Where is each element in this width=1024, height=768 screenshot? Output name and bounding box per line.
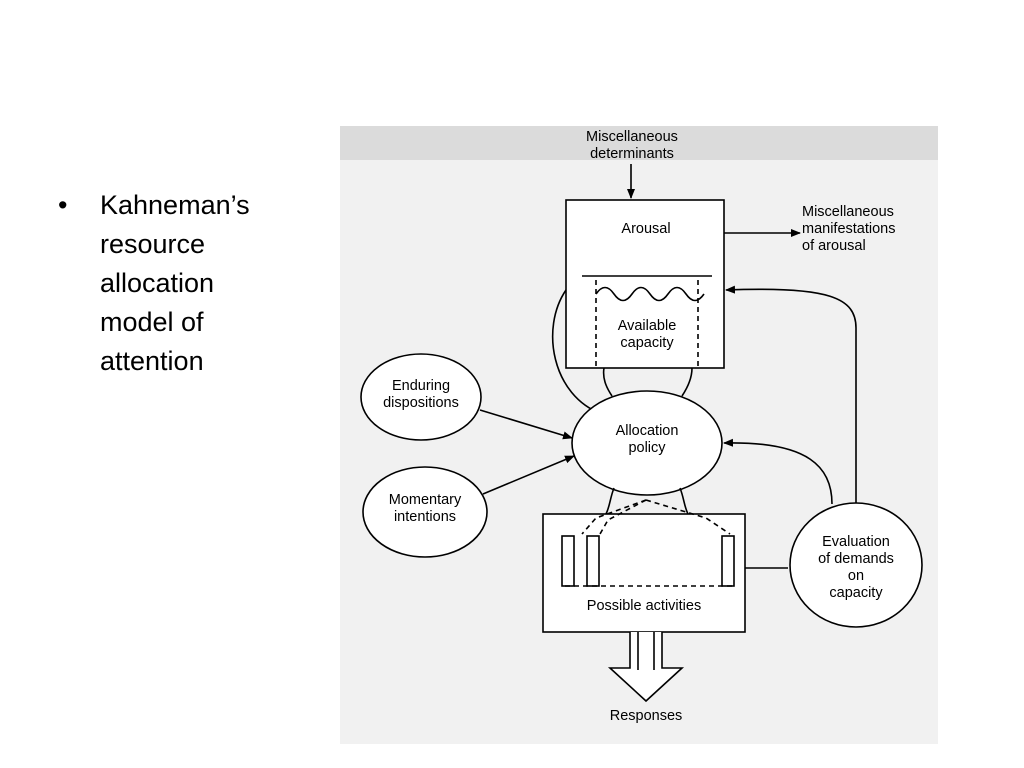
label-line: manifestations (802, 221, 896, 237)
label-line: capacity (620, 335, 674, 351)
activity-bar-2 (586, 535, 600, 587)
label-line: Miscellaneous (586, 129, 678, 145)
enduring-dispositions-label: Enduring dispositions (371, 378, 471, 412)
activity-bar-1 (561, 535, 575, 587)
label-line: Available (617, 318, 677, 334)
label-line: Allocation (615, 423, 679, 439)
label-line: determinants (590, 146, 674, 162)
funnel-left-bottom (605, 487, 615, 515)
label-line: dispositions (383, 395, 459, 411)
bullet-line: Kahneman’s (100, 190, 250, 220)
label-line: of demands (818, 551, 894, 567)
enduring-dispositions-ellipse (360, 353, 482, 441)
label-line: Miscellaneous (802, 204, 894, 220)
funnel-right-top (681, 367, 693, 397)
label-line: Evaluation (822, 534, 890, 550)
diagram-shapes (360, 164, 923, 703)
arrow-intentions-to-allocation (482, 455, 575, 495)
bullet-line: resource (100, 229, 206, 259)
bullet-line: model of (100, 307, 204, 337)
label-line: Momentary (388, 492, 462, 508)
label-line: of arousal (802, 238, 866, 254)
funnel-right-bottom (679, 487, 689, 515)
arrow-dispositions-to-allocation (479, 409, 573, 440)
allocation-policy-label: Allocation policy (597, 423, 697, 457)
momentary-intentions-label: Momentary intentions (375, 492, 475, 526)
responses-label: Responses (609, 708, 683, 724)
funnel-left-top (602, 367, 613, 397)
bullet-item: • Kahneman’s resource allocation model o… (58, 186, 288, 381)
bullet-dot: • (58, 190, 68, 220)
evaluation-label: Evaluation of demands on capacity (806, 534, 906, 602)
capacity-wave (595, 286, 705, 302)
kahneman-model-diagram: Miscellaneous determinants Arousal Misce… (340, 118, 940, 748)
arrow-arousal-to-allocation (551, 289, 603, 415)
bullet-list: • Kahneman’s resource allocation model o… (58, 186, 288, 381)
label-line: capacity (829, 585, 883, 601)
label-line: intentions (393, 509, 457, 525)
bullet-line: attention (100, 346, 204, 376)
arrow-evaluation-to-allocation (723, 438, 833, 505)
available-capacity-label: Available capacity (602, 318, 692, 352)
scanned-page-header-band (340, 126, 938, 160)
arousal-label: Arousal (621, 221, 671, 237)
label-line: on (847, 568, 865, 584)
possible-activities-box (542, 513, 746, 633)
misc-manifestations-label: Miscellaneous manifestations of arousal (802, 204, 922, 255)
allocation-policy-ellipse (571, 390, 723, 496)
label-line: policy (628, 440, 666, 456)
dashed-branch-left (581, 499, 647, 535)
label-line: Enduring (391, 378, 451, 394)
activity-bar-3 (721, 535, 735, 587)
dashed-branch-right (645, 499, 731, 535)
momentary-intentions-ellipse (362, 466, 488, 558)
responses-hollow-arrow (607, 632, 685, 703)
bullet-line: allocation (100, 268, 215, 298)
misc-determinants-label: Miscellaneous determinants (576, 129, 688, 163)
possible-activities-label: Possible activities (586, 598, 702, 614)
arrow-evaluation-to-arousal (725, 285, 857, 503)
